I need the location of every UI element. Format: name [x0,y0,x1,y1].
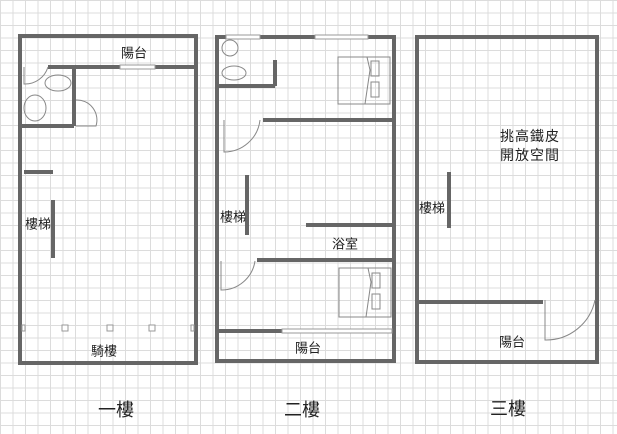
sink-icon [23,94,47,122]
door-icon [223,119,261,153]
floor-3-outer-wall [415,35,599,364]
room-label-balcony: 陽台 [294,341,322,357]
sink-icon [221,39,239,57]
window [314,34,369,40]
floor-3-title: 三樓 [490,399,526,420]
window [119,64,156,70]
floor-2-outer-wall [215,35,396,363]
open-space-line-1: 挑高鐵皮 [500,129,560,145]
door-icon [75,99,98,127]
room-label-stairs: 樓梯 [24,217,52,233]
floor-1-outer-wall [18,34,198,365]
bed-icon [337,56,391,105]
door-icon [23,66,49,85]
door-icon [220,260,256,291]
toilet-icon [44,74,72,92]
bed-icon [338,267,392,318]
room-label-arcade: 騎樓 [90,344,118,360]
toilet-icon [221,65,247,81]
room-label-bathroom: 浴室 [331,237,359,253]
floor-2-plan [215,34,396,363]
room-label-balcony: 陽台 [498,335,526,351]
arcade-columns [21,324,195,332]
door-icon [544,299,596,341]
window [281,328,393,334]
floor-1-plan [18,34,198,365]
room-label-stairs: 樓梯 [418,201,446,217]
room-label-open-space: 挑高鐵皮 開放空間 [500,128,560,166]
window [225,34,261,40]
room-label-balcony: 陽台 [120,46,148,62]
floor-2-title: 二樓 [284,400,320,421]
open-space-line-2: 開放空間 [500,148,560,164]
floor-1-title: 一樓 [98,400,134,421]
floor-3-plan [415,35,599,364]
room-label-stairs: 樓梯 [219,210,247,226]
